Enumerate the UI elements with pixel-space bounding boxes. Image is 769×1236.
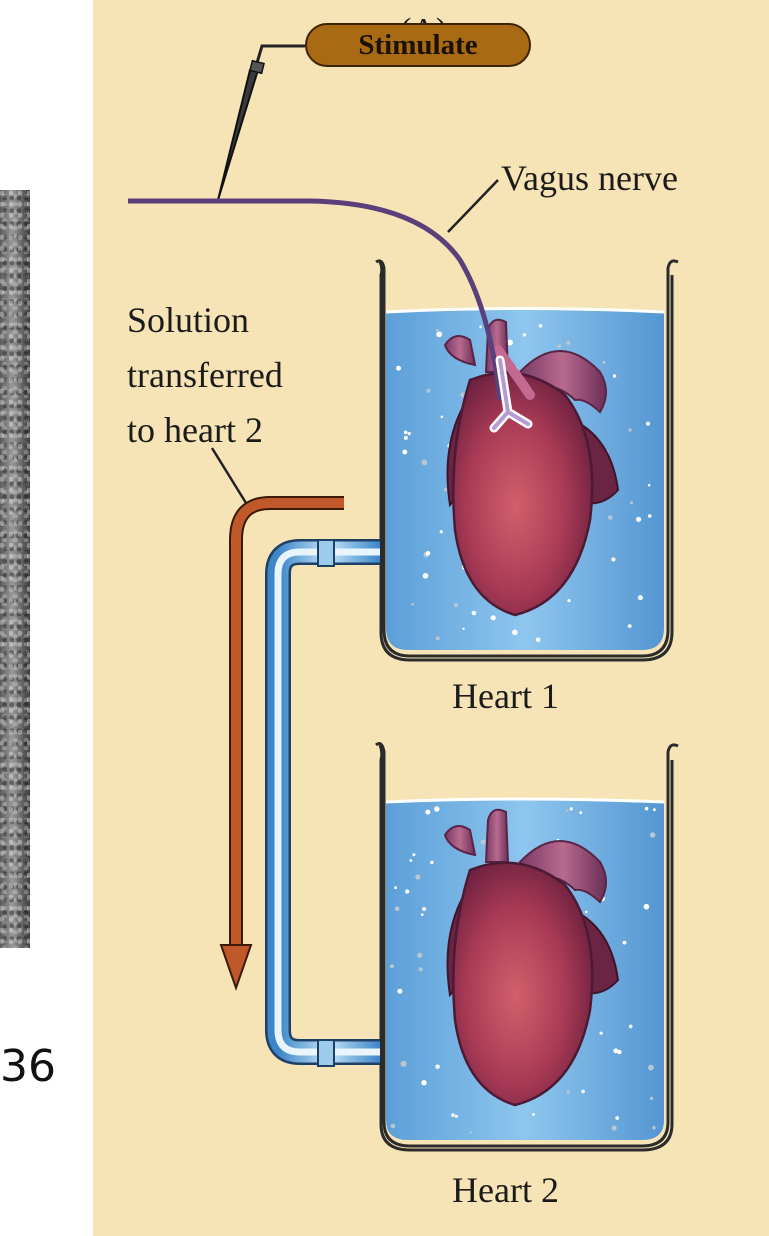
bubble xyxy=(570,807,573,810)
bubble xyxy=(652,1126,655,1129)
electrode-icon xyxy=(218,46,305,200)
bubble xyxy=(611,557,615,561)
bubble xyxy=(650,1097,653,1100)
bubble xyxy=(394,886,397,889)
bubble xyxy=(585,911,588,914)
bubble xyxy=(408,432,411,435)
bubble xyxy=(481,840,486,845)
bubble xyxy=(536,637,541,642)
bubble xyxy=(454,603,458,607)
heart-2-label: Heart 2 xyxy=(452,1172,559,1208)
bubble xyxy=(608,515,612,519)
bubble xyxy=(653,808,656,811)
bubble xyxy=(436,331,442,337)
bubble xyxy=(629,1025,633,1029)
bubble xyxy=(628,624,632,628)
stimulate-label: Stimulate xyxy=(305,23,531,67)
bubble xyxy=(391,1124,396,1129)
bubble xyxy=(404,436,408,440)
bubble xyxy=(404,431,408,435)
bubble xyxy=(645,807,649,811)
bubble xyxy=(436,329,439,332)
bubble xyxy=(539,324,543,328)
bubble xyxy=(440,530,443,533)
bubble xyxy=(421,1080,426,1085)
bubble xyxy=(648,484,651,487)
bubble xyxy=(648,1065,654,1071)
bubble xyxy=(390,964,394,968)
bubble xyxy=(523,333,526,336)
bubble xyxy=(648,514,652,518)
bubble xyxy=(566,809,568,811)
bubble xyxy=(415,874,420,879)
bubble xyxy=(581,1090,585,1094)
vagus-leader-line xyxy=(448,180,498,232)
bubble xyxy=(613,1048,618,1053)
bubble xyxy=(426,551,431,556)
bubble xyxy=(600,1032,603,1035)
bubble xyxy=(491,615,496,620)
bubble xyxy=(422,907,426,911)
bubble xyxy=(613,374,617,378)
bubble xyxy=(402,450,407,455)
bubble xyxy=(410,859,413,862)
bubble xyxy=(425,810,430,815)
bubble xyxy=(623,941,627,945)
bubble xyxy=(557,344,561,348)
bubble xyxy=(615,1116,619,1120)
transfer-tube xyxy=(278,540,380,1066)
bubble xyxy=(411,603,414,606)
bubble xyxy=(630,501,633,504)
bubble xyxy=(646,422,650,426)
bubble xyxy=(401,1061,407,1067)
bubble xyxy=(421,913,424,916)
bubble xyxy=(629,428,632,431)
bubble xyxy=(419,967,423,971)
bubble xyxy=(412,853,415,856)
bubble xyxy=(422,460,428,466)
bubble xyxy=(532,1113,535,1116)
solution-transfer-label: Solution transferred to heart 2 xyxy=(127,293,283,458)
heart-1-label: Heart 1 xyxy=(452,678,559,714)
bubble xyxy=(451,1113,455,1117)
bubble xyxy=(434,806,439,811)
bubble xyxy=(579,811,582,814)
bubble xyxy=(566,341,570,345)
bubble xyxy=(427,389,431,393)
bubble xyxy=(455,1115,458,1118)
vagus-nerve-label: Vagus nerve xyxy=(501,160,678,196)
bubble xyxy=(512,630,518,636)
bubble xyxy=(397,989,402,994)
bubble xyxy=(612,1125,617,1130)
bubble xyxy=(470,1131,472,1133)
bubble xyxy=(405,889,409,893)
bubble xyxy=(396,366,401,371)
bubble xyxy=(441,416,444,419)
bubble xyxy=(423,573,429,579)
bubble xyxy=(435,1065,439,1069)
bubble xyxy=(479,326,482,329)
bubble xyxy=(430,861,433,864)
bubble xyxy=(567,1090,570,1093)
bubble xyxy=(644,904,650,910)
bubble xyxy=(417,953,422,958)
bubble xyxy=(638,595,643,600)
bubble xyxy=(472,611,477,616)
bubble xyxy=(444,488,448,492)
bubble xyxy=(636,517,641,522)
bubble xyxy=(436,636,440,640)
bubble xyxy=(462,628,464,630)
bubble xyxy=(602,361,605,364)
bubble xyxy=(395,906,400,911)
bubble xyxy=(567,599,570,602)
bubble xyxy=(650,832,655,837)
